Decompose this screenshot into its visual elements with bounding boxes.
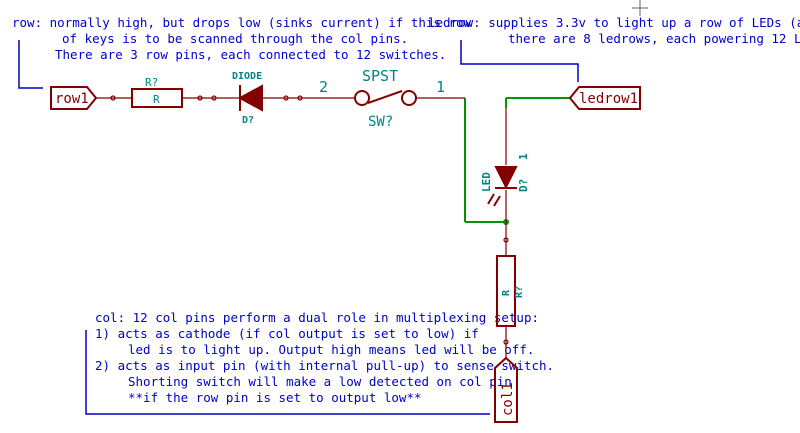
col-note-line-3: led is to light up. Output high means le… [128, 342, 534, 357]
ledrow-note-leader [460, 40, 579, 82]
port-ledrow1-shape [568, 86, 641, 110]
resistor-r2[interactable]: R R? [496, 255, 525, 327]
row-note: row: normally high, but drops low (sinks… [12, 15, 472, 89]
col-note-line-2: 1) acts as cathode (if col output is set… [95, 326, 479, 341]
col-note: col: 12 col pins perform a dual role in … [85, 310, 554, 415]
col-note-line-6: **if the row pin is set to output low** [128, 390, 422, 405]
led-ray-2 [493, 195, 501, 207]
col-note-line-4: 2) acts as input pin (with internal pull… [95, 358, 554, 373]
ledrow-note-line-1: ledrow: supplies 3.3v to light up a row … [428, 15, 800, 30]
port-row1-shape [50, 86, 98, 110]
port-col1-label: col1 [500, 382, 516, 416]
resistor-r2-ref: R? [514, 286, 525, 298]
led-ref: D? [517, 179, 530, 192]
resistor-r1-value: R [153, 93, 160, 106]
port-col1[interactable]: col1 [494, 356, 518, 423]
port-ledrow1[interactable]: ledrow1 [568, 86, 641, 110]
resistor-r1-body [131, 88, 183, 108]
resistor-r1[interactable]: R? R [131, 76, 183, 108]
switch-pin-2: 2 [319, 78, 328, 96]
led[interactable]: 1 LED D? [480, 153, 530, 207]
switch-lever [367, 90, 403, 104]
port-row1[interactable]: row1 [50, 86, 98, 110]
switch-value: SPST [362, 67, 398, 85]
col-pins [503, 108, 509, 358]
resistor-r2-value: R [501, 289, 512, 296]
crosshair-cursor-icon [632, 0, 648, 16]
led-triangle [494, 166, 518, 190]
ledrow-note-line-2: there are 8 ledrows, each powering 12 LE… [508, 31, 800, 46]
switch-spst[interactable]: SPST SW? 2 1 [319, 67, 445, 130]
led-value: LED [480, 172, 493, 192]
ledrow-note: ledrow: supplies 3.3v to light up a row … [428, 15, 800, 82]
led-pin-1: 1 [517, 153, 530, 160]
row-note-line-1: row: normally high, but drops low (sinks… [12, 15, 472, 30]
resistor-r2-body [496, 255, 516, 327]
diode[interactable]: DIODE D? [232, 71, 263, 126]
switch-contact-left [354, 90, 370, 106]
col-note-line-5: Shorting switch will make a low detected… [128, 374, 512, 389]
diode-value: DIODE [232, 71, 262, 82]
switch-ref: SW? [368, 114, 393, 130]
row-note-leader [18, 40, 43, 89]
row-note-line-2: of keys is to be scanned through the col… [62, 31, 408, 46]
switch-contact-right [401, 90, 417, 106]
col-note-line-1: col: 12 col pins perform a dual role in … [95, 310, 539, 325]
wires [464, 97, 570, 225]
resistor-r1-ref: R? [145, 76, 158, 89]
diode-ref: D? [242, 115, 254, 126]
port-ledrow1-label: ledrow1 [579, 91, 638, 107]
port-row1-label: row1 [55, 91, 89, 107]
row-pins [96, 95, 465, 101]
col-note-leader [85, 330, 490, 415]
led-ray-1 [487, 193, 495, 205]
diode-triangle [237, 84, 263, 112]
port-col1-shape [494, 356, 518, 423]
row-note-line-3: There are 3 row pins, each connected to … [55, 47, 446, 62]
switch-pin-1: 1 [436, 78, 445, 96]
